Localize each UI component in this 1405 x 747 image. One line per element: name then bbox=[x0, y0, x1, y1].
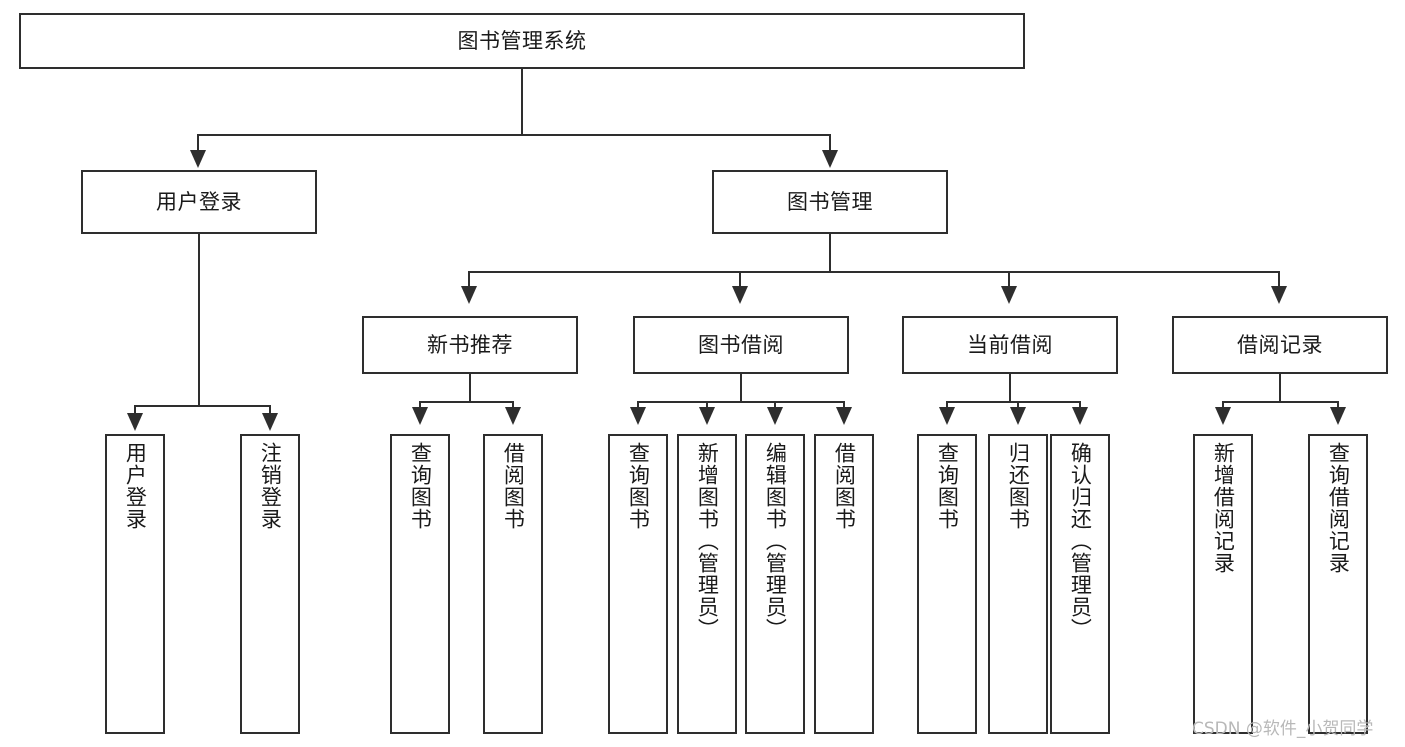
connector-login-bus bbox=[134, 405, 270, 407]
connector-root-bus bbox=[197, 134, 831, 136]
arrow-login-to-leaf1 bbox=[127, 413, 143, 431]
arrow-bookmgmt-to-n1 bbox=[461, 286, 477, 304]
connector-current-to-leaf2 bbox=[1017, 401, 1019, 411]
arrow-recommend-to-leaf2 bbox=[505, 407, 521, 425]
leaf-record-add-record[interactable]: 新增借阅记录 bbox=[1193, 434, 1253, 734]
arrow-record-to-leaf1 bbox=[1215, 407, 1231, 425]
arrow-bookmgmt-to-n3 bbox=[1001, 286, 1017, 304]
leaf-current-query-book[interactable]: 查询图书 bbox=[917, 434, 977, 734]
node-book-management[interactable]: 图书管理 bbox=[712, 170, 948, 234]
connector-record-to-leaf2 bbox=[1337, 401, 1339, 411]
node-label: 新增图书（管理员） bbox=[695, 442, 720, 640]
connector-bookmgmt-to-n2 bbox=[739, 271, 741, 289]
node-label: 图书借阅 bbox=[698, 332, 784, 357]
connector-recommend-to-leaf2 bbox=[512, 401, 514, 411]
connector-login-stem bbox=[198, 234, 200, 406]
node-current-borrow[interactable]: 当前借阅 bbox=[902, 316, 1118, 374]
connector-root-to-login bbox=[197, 134, 199, 154]
connector-bookmgmt-stem bbox=[829, 234, 831, 272]
connector-current-to-leaf1 bbox=[946, 401, 948, 411]
arrow-bookmgmt-to-n2 bbox=[732, 286, 748, 304]
arrow-borrow-to-leaf1 bbox=[630, 407, 646, 425]
leaf-borrow-query-book[interactable]: 查询图书 bbox=[608, 434, 668, 734]
connector-current-to-leaf3 bbox=[1079, 401, 1081, 411]
connector-recommend-to-leaf1 bbox=[419, 401, 421, 411]
leaf-recommend-query-book[interactable]: 查询图书 bbox=[390, 434, 450, 734]
node-new-book-recommend[interactable]: 新书推荐 bbox=[362, 316, 578, 374]
connector-bookmgmt-to-n3 bbox=[1008, 271, 1010, 289]
node-label: 新书推荐 bbox=[427, 332, 513, 357]
node-label: 归还图书 bbox=[1006, 442, 1031, 530]
csdn-watermark: CSDN @软件_小贺同学 bbox=[1192, 719, 1374, 739]
arrow-bookmgmt-to-n4 bbox=[1271, 286, 1287, 304]
connector-record-to-leaf1 bbox=[1222, 401, 1224, 411]
arrow-root-to-login bbox=[190, 150, 206, 168]
connector-borrow-stem bbox=[740, 374, 742, 402]
connector-borrow-bus bbox=[637, 401, 844, 403]
node-root-system[interactable]: 图书管理系统 bbox=[19, 13, 1025, 69]
node-label: 编辑图书（管理员） bbox=[763, 442, 788, 640]
node-label: 借阅图书 bbox=[832, 442, 857, 530]
leaf-user-login[interactable]: 用户登录 bbox=[105, 434, 165, 734]
node-label: 查询借阅记录 bbox=[1326, 442, 1351, 574]
node-label: 图书管理系统 bbox=[457, 28, 587, 53]
arrow-current-to-leaf1 bbox=[939, 407, 955, 425]
node-label: 借阅记录 bbox=[1237, 332, 1323, 357]
leaf-borrow-borrow-book[interactable]: 借阅图书 bbox=[814, 434, 874, 734]
connector-record-stem bbox=[1279, 374, 1281, 402]
arrow-record-to-leaf2 bbox=[1330, 407, 1346, 425]
connector-current-bus bbox=[946, 401, 1081, 403]
connector-login-to-leaf1 bbox=[134, 405, 136, 417]
leaf-current-confirm-return[interactable]: 确认归还（管理员） bbox=[1050, 434, 1110, 734]
node-label: 新增借阅记录 bbox=[1211, 442, 1236, 574]
node-label: 查询图书 bbox=[935, 442, 960, 530]
arrow-recommend-to-leaf1 bbox=[412, 407, 428, 425]
node-label: 用户登录 bbox=[123, 442, 148, 530]
node-label: 当前借阅 bbox=[967, 332, 1053, 357]
connector-borrow-to-leaf1 bbox=[637, 401, 639, 411]
node-label: 查询图书 bbox=[408, 442, 433, 530]
node-book-borrow[interactable]: 图书借阅 bbox=[633, 316, 849, 374]
arrow-borrow-to-leaf4 bbox=[836, 407, 852, 425]
connector-root-stem bbox=[521, 69, 523, 135]
connector-borrow-to-leaf3 bbox=[774, 401, 776, 411]
leaf-borrow-edit-book[interactable]: 编辑图书（管理员） bbox=[745, 434, 805, 734]
arrow-current-to-leaf2 bbox=[1010, 407, 1026, 425]
node-label: 确认归还（管理员） bbox=[1068, 442, 1093, 640]
node-label: 借阅图书 bbox=[501, 442, 526, 530]
arrow-login-to-leaf2 bbox=[262, 413, 278, 431]
leaf-logout-login[interactable]: 注销登录 bbox=[240, 434, 300, 734]
connector-borrow-to-leaf2 bbox=[706, 401, 708, 411]
connector-root-to-bookmgmt bbox=[829, 134, 831, 154]
arrow-borrow-to-leaf2 bbox=[699, 407, 715, 425]
connector-recommend-stem bbox=[469, 374, 471, 402]
arrow-current-to-leaf3 bbox=[1072, 407, 1088, 425]
connector-current-stem bbox=[1009, 374, 1011, 402]
node-user-login[interactable]: 用户登录 bbox=[81, 170, 317, 234]
connector-bookmgmt-to-n1 bbox=[468, 271, 470, 289]
node-label: 用户登录 bbox=[156, 189, 242, 214]
arrow-borrow-to-leaf3 bbox=[767, 407, 783, 425]
leaf-record-query-record[interactable]: 查询借阅记录 bbox=[1308, 434, 1368, 734]
connector-bookmgmt-bus bbox=[468, 271, 1278, 273]
arrow-root-to-bookmgmt bbox=[822, 150, 838, 168]
leaf-current-return-book[interactable]: 归还图书 bbox=[988, 434, 1048, 734]
leaf-recommend-borrow-book[interactable]: 借阅图书 bbox=[483, 434, 543, 734]
node-label: 图书管理 bbox=[787, 189, 873, 214]
connector-record-bus bbox=[1222, 401, 1339, 403]
connector-borrow-to-leaf4 bbox=[843, 401, 845, 411]
connector-recommend-bus bbox=[419, 401, 514, 403]
connector-login-to-leaf2 bbox=[269, 405, 271, 417]
leaf-borrow-add-book[interactable]: 新增图书（管理员） bbox=[677, 434, 737, 734]
node-borrow-record[interactable]: 借阅记录 bbox=[1172, 316, 1388, 374]
node-label: 注销登录 bbox=[258, 442, 283, 530]
node-label: 查询图书 bbox=[626, 442, 651, 530]
connector-bookmgmt-to-n4 bbox=[1278, 271, 1280, 289]
